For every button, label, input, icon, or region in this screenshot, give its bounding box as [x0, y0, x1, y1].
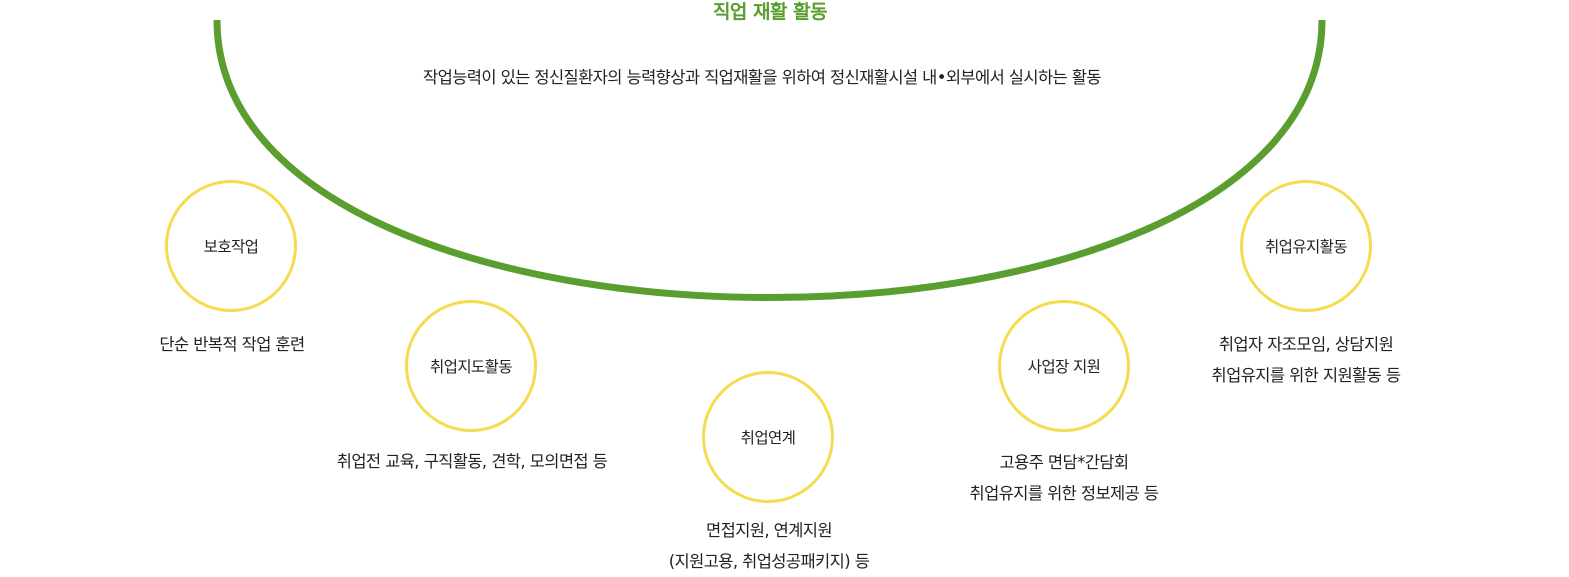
activity-label: 취업연계 [740, 429, 796, 447]
activity-circle-job-guidance: 취업지도활동 [405, 300, 537, 432]
activity-caption: 단순 반복적 작업 훈련 [52, 329, 412, 360]
caption-line: 고용주 면담*간담회 [999, 453, 1130, 472]
activity-label: 취업유지활동 [1265, 238, 1348, 256]
diagram-description: 작업능력이 있는 정신질환자의 능력향상과 직업재활을 위하여 정신재활시설 내… [423, 68, 1101, 87]
activity-label: 보호작업 [203, 238, 259, 256]
caption-line: 취업자 자조모임, 상담지원 [1218, 335, 1394, 354]
activity-caption: 면접지원, 연계지원 (지원고용, 취업성공패키지) 등 [589, 515, 949, 577]
caption-line: (지원고용, 취업성공패키지) 등 [668, 552, 870, 571]
activity-circle-workplace-support: 사업장 지원 [998, 300, 1130, 432]
activity-caption: 취업전 교육, 구직활동, 견학, 모의면접 등 [292, 446, 652, 477]
diagram-title: 직업 재활 활동 [712, 1, 828, 23]
caption-line: 단순 반복적 작업 훈련 [159, 335, 305, 354]
caption-line: 취업유지를 위한 정보제공 등 [969, 484, 1160, 503]
activity-caption: 취업자 자조모임, 상담지원 취업유지를 위한 지원활동 등 [1126, 329, 1486, 391]
activity-circle-job-retention: 취업유지활동 [1240, 180, 1372, 312]
activity-caption: 고용주 면담*간담회 취업유지를 위한 정보제공 등 [884, 447, 1244, 509]
activity-label: 취업지도활동 [430, 358, 513, 376]
caption-line: 취업전 교육, 구직활동, 견학, 모의면접 등 [336, 452, 608, 471]
caption-line: 취업유지를 위한 지원활동 등 [1211, 366, 1402, 385]
activity-circle-job-linkage: 취업연계 [702, 371, 834, 503]
caption-line: 면접지원, 연계지원 [706, 521, 833, 540]
arc-line [213, 19, 1326, 301]
activity-label: 사업장 지원 [1027, 358, 1101, 376]
activity-circle-protective-work: 보호작업 [165, 180, 297, 312]
